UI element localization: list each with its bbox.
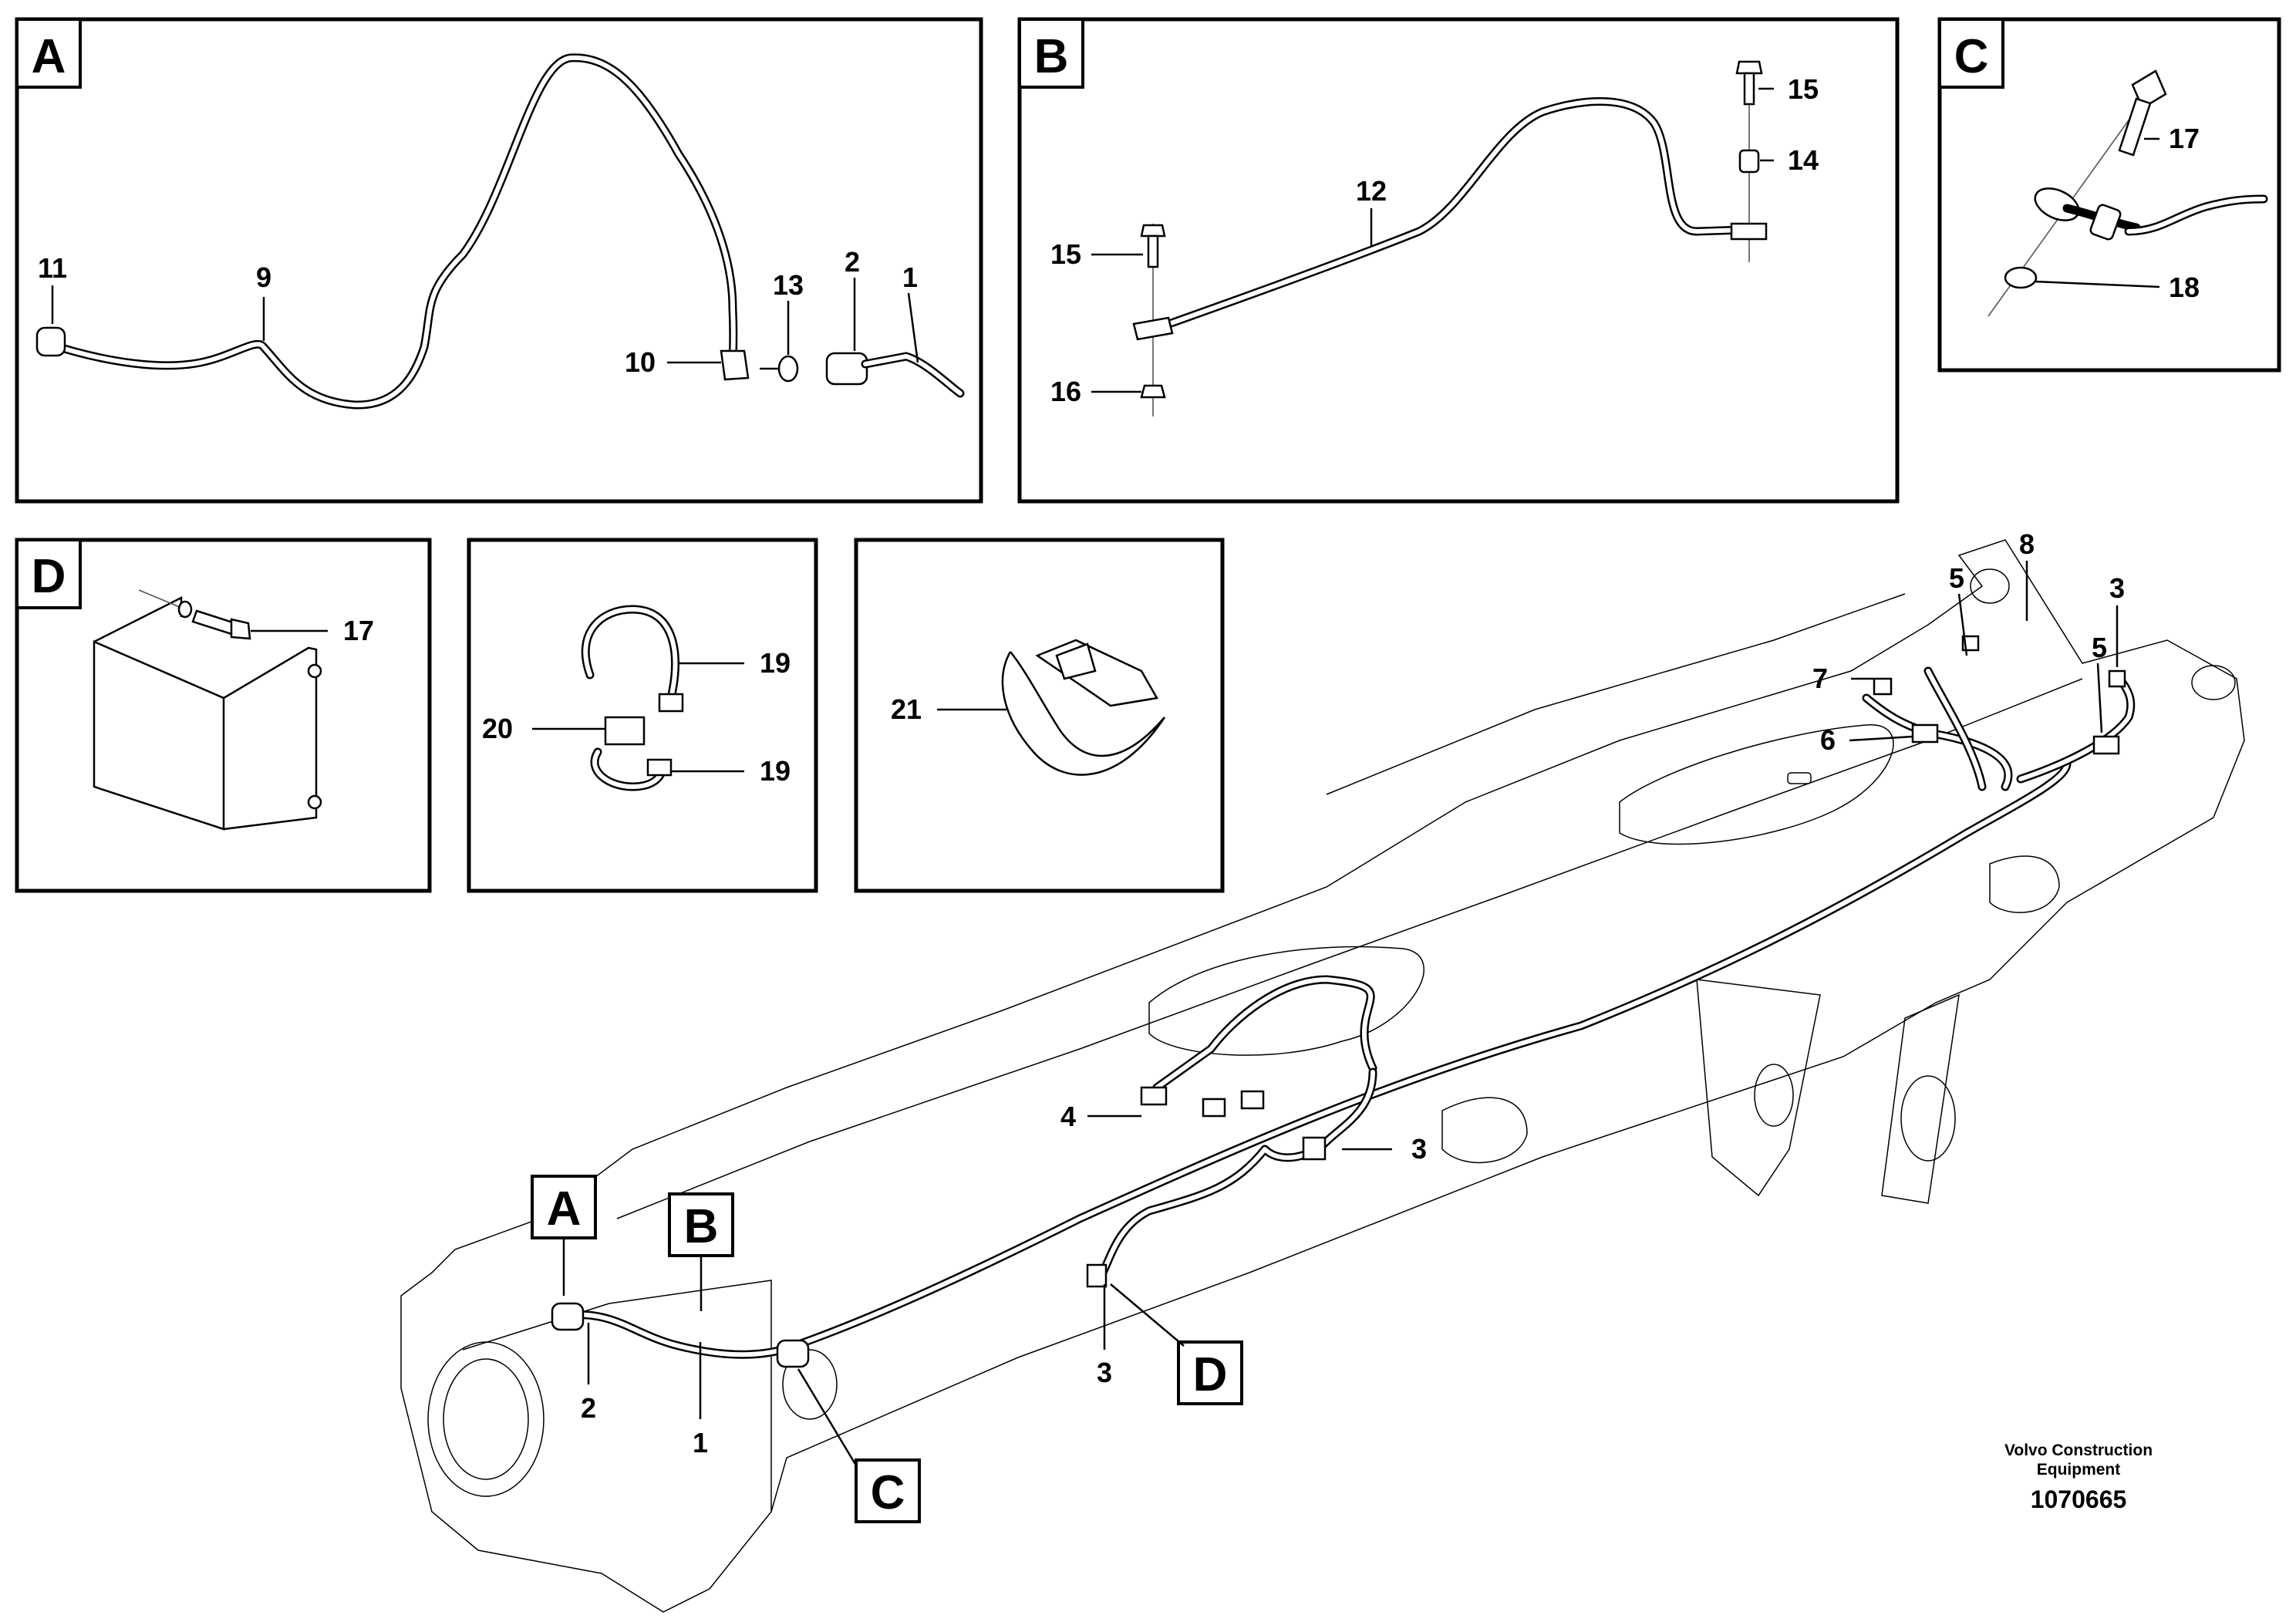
clip-bracket-right	[1730, 222, 1768, 241]
cable-tie-21	[1001, 651, 1166, 776]
panel-b: B 15 14 12 15 16	[1017, 17, 1900, 504]
main-tag-b: B	[684, 1200, 719, 1253]
panel-a-letter-box	[15, 18, 82, 89]
oval-cutout-mid	[1148, 946, 1424, 1056]
spacer-14	[1738, 149, 1760, 174]
hose-9-inner	[52, 55, 736, 408]
callout-17-d: 17	[343, 615, 374, 646]
panel-strap: 21	[854, 538, 1225, 893]
main-tag-c-box	[855, 1458, 921, 1523]
panel-c: C 17 18	[1937, 17, 2281, 373]
panel-b-letter-box	[1018, 18, 1084, 89]
bolt-15-top	[1735, 60, 1763, 75]
company-line-1: Volvo Construction	[2004, 1442, 2153, 1459]
main-hoses	[551, 635, 2136, 1368]
callout-16: 16	[1050, 376, 1081, 407]
callout-20: 20	[482, 713, 513, 744]
panel-a: A 11 9 13 2 1 10	[15, 17, 983, 504]
main-callout-8: 8	[2019, 528, 2035, 560]
main-callout-7: 7	[1812, 663, 1828, 694]
oval-cutout-rear	[1619, 724, 1894, 845]
panel-a-letter: A	[32, 30, 66, 83]
callout-18: 18	[2169, 271, 2200, 303]
main-callout-3-mid: 3	[1411, 1133, 1427, 1165]
callout-21: 21	[891, 693, 922, 725]
main-tag-a: A	[547, 1182, 582, 1236]
machine-frame	[400, 539, 2245, 1613]
panel-d-letter-box	[15, 538, 82, 609]
bolt-17-shank	[2118, 97, 2152, 157]
panel-c-letter-box	[1938, 18, 2004, 89]
callout-15-left: 15	[1050, 238, 1081, 270]
footer: Volvo Construction Equipment 1070665	[2004, 1442, 2153, 1513]
panel-c-letter: C	[1954, 30, 1989, 83]
main-tag-a-box	[531, 1175, 597, 1239]
callout-14: 14	[1788, 144, 1819, 176]
callout-2: 2	[845, 246, 860, 278]
main-tag-d-box	[1177, 1340, 1243, 1405]
rear-tower	[1696, 979, 1821, 1197]
main-callout-3-low: 3	[1097, 1357, 1112, 1388]
nut-16	[1140, 384, 1166, 399]
panel-a-frame	[15, 17, 983, 504]
company-line-2: Equipment	[2037, 1461, 2121, 1479]
callout-11: 11	[38, 252, 67, 284]
fitting-11	[35, 326, 66, 357]
bolt-15-left	[1140, 224, 1166, 238]
main-callout-5-left: 5	[1949, 562, 1964, 594]
callout-15-top: 15	[1788, 73, 1819, 105]
panel-b-letter: B	[1034, 30, 1069, 83]
panel-clamps-frame	[467, 538, 818, 893]
callout-19-bottom: 19	[760, 755, 791, 787]
callout-17: 17	[2169, 123, 2200, 154]
main-callout-3-rear: 3	[2109, 572, 2125, 604]
callout-12: 12	[1356, 175, 1387, 207]
elbow-10	[720, 349, 750, 381]
clip-bracket-left	[1132, 316, 1174, 341]
panel-d-letter: D	[32, 550, 66, 603]
main-callout-6: 6	[1820, 724, 1836, 756]
washer-13	[777, 355, 799, 383]
panel-clamps: 19 20 19	[467, 538, 818, 893]
main-tag-c: C	[871, 1466, 905, 1519]
document-number: 1070665	[2031, 1485, 2127, 1513]
fitting-c	[2089, 204, 2122, 241]
callout-1: 1	[902, 261, 918, 293]
washer-18	[2004, 266, 2038, 289]
main-fitting-c	[776, 1339, 810, 1368]
panel-d: D 17	[15, 538, 432, 893]
branch-4	[1152, 975, 1377, 1092]
main-callout-2: 2	[581, 1392, 596, 1424]
main-tags: A B C D	[531, 1175, 1243, 1523]
main-callouts: 8 5 3 7 5 6 4 3 3 2 1	[581, 528, 2125, 1458]
main-callout-5-right: 5	[2092, 632, 2107, 663]
callout-10: 10	[625, 346, 656, 378]
rear-branch-3	[2016, 670, 2136, 784]
main-fitting-d	[1086, 1263, 1108, 1288]
main-callout-1: 1	[693, 1427, 708, 1458]
callout-19-top: 19	[760, 647, 791, 679]
callout-13: 13	[773, 269, 804, 301]
chassis-outline	[400, 539, 2245, 1613]
main-tag-d: D	[1193, 1348, 1228, 1401]
coupling-2	[825, 352, 868, 386]
callout-9: 9	[256, 261, 271, 293]
main-tag-b-box	[668, 1192, 734, 1257]
clamp-20	[604, 716, 646, 746]
main-callout-4: 4	[1060, 1101, 1076, 1132]
axle-bore	[427, 1341, 544, 1497]
main-fitting-a	[551, 1302, 585, 1331]
